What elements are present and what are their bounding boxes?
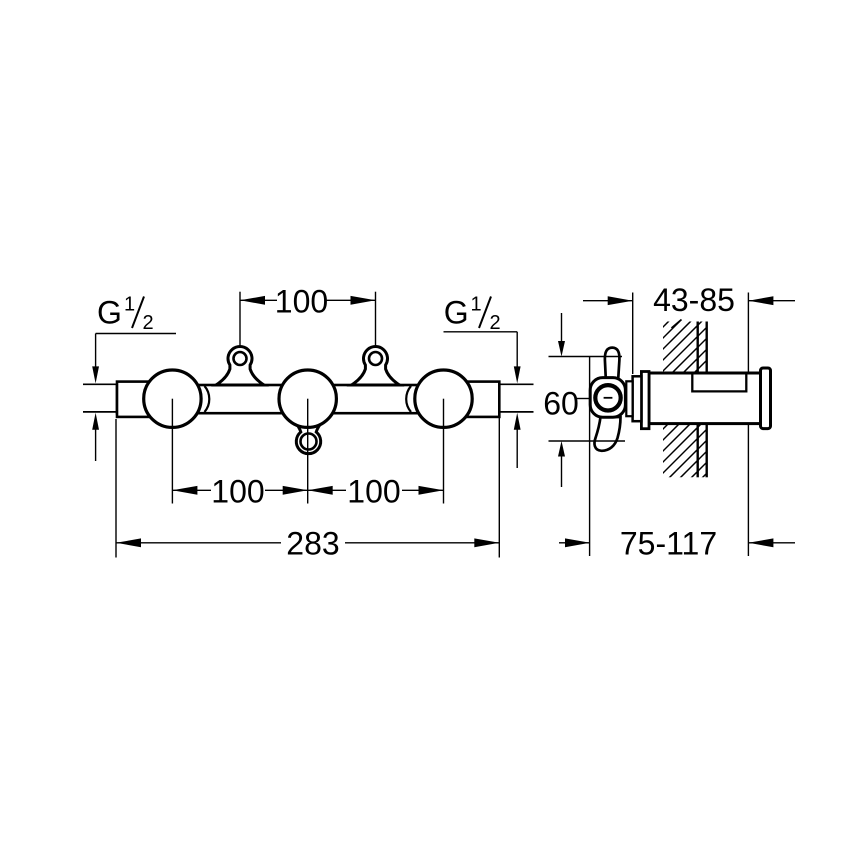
thread-label-numerator: 1 [470, 294, 481, 316]
dimension-labels: G 1 2 G 1 2 100 100 100 283 43-85 60 75-… [97, 282, 735, 562]
height-reference-lines [548, 355, 625, 442]
arrowhead [350, 295, 376, 305]
arrowhead [748, 296, 774, 306]
arrowhead [748, 538, 774, 548]
collar-arc-left-port [203, 385, 211, 413]
thread-label-numerator: 1 [124, 294, 135, 316]
label-overall-width: 283 [286, 526, 339, 562]
mounting-lug-top-left [210, 345, 270, 387]
arrowhead [172, 485, 198, 495]
wall-hatch-upper [663, 321, 707, 373]
dimension-depth-range [583, 296, 795, 306]
arrowhead [282, 485, 308, 495]
collar-arc-right-port [405, 385, 412, 413]
wall-section [663, 318, 708, 478]
label-bottom-spacing-left: 100 [211, 474, 264, 510]
mounting-lug-top-right [346, 345, 405, 387]
arrowhead [116, 538, 141, 548]
handle-arm-bottom [593, 415, 622, 453]
label-height: 60 [543, 386, 579, 422]
dimension-height [558, 313, 565, 487]
thread-label-g: G [97, 295, 122, 331]
dimension-overall-width [115, 418, 500, 558]
arrowhead [558, 341, 565, 357]
port-centerlines [171, 398, 445, 504]
bottom-lug-hole [299, 432, 318, 451]
arrowhead [513, 412, 521, 430]
wall-hatch-lower [663, 424, 707, 478]
arrowhead [607, 296, 633, 306]
dimension-thread-right [443, 331, 521, 468]
arrowhead [513, 366, 521, 384]
dimension-total-depth-range [559, 538, 795, 548]
front-view [83, 291, 534, 558]
lug-hole [232, 350, 248, 367]
arrowhead [565, 538, 590, 548]
valve-neck-inner [625, 380, 634, 418]
fraction-slash [131, 296, 145, 329]
pipe-stub-left [83, 383, 118, 413]
dimension-top-spacing [239, 291, 377, 347]
arrowhead [474, 538, 500, 548]
lug-hole [367, 350, 384, 367]
fraction-slash [478, 296, 492, 329]
pipe-stub-right [498, 383, 534, 413]
thread-label-right: G 1 2 [444, 294, 501, 335]
arrowhead [307, 485, 333, 495]
dimension-bottom-spacing [172, 485, 444, 495]
arrowhead [558, 441, 565, 457]
thread-label-denominator: 2 [142, 312, 153, 334]
handle-arm-top [603, 346, 621, 381]
side-view [548, 292, 795, 556]
arrowhead [92, 412, 99, 430]
label-depth-range: 43-85 [653, 282, 735, 318]
arrowhead [240, 295, 265, 305]
valve-body-step [691, 374, 748, 393]
label-top-spacing: 100 [275, 284, 328, 320]
thread-label-denominator: 2 [489, 312, 500, 334]
dimension-thread-left [92, 332, 176, 461]
thread-label-left: G 1 2 [97, 294, 154, 335]
cross-handle [588, 346, 627, 453]
valve-neck-outer [631, 375, 643, 423]
arrowhead [418, 485, 444, 495]
label-bottom-spacing-right: 100 [347, 474, 400, 510]
label-total-depth-range: 75-117 [620, 526, 717, 562]
arrowhead [92, 366, 99, 384]
thread-label-g: G [444, 295, 469, 331]
valve-body [647, 371, 762, 426]
